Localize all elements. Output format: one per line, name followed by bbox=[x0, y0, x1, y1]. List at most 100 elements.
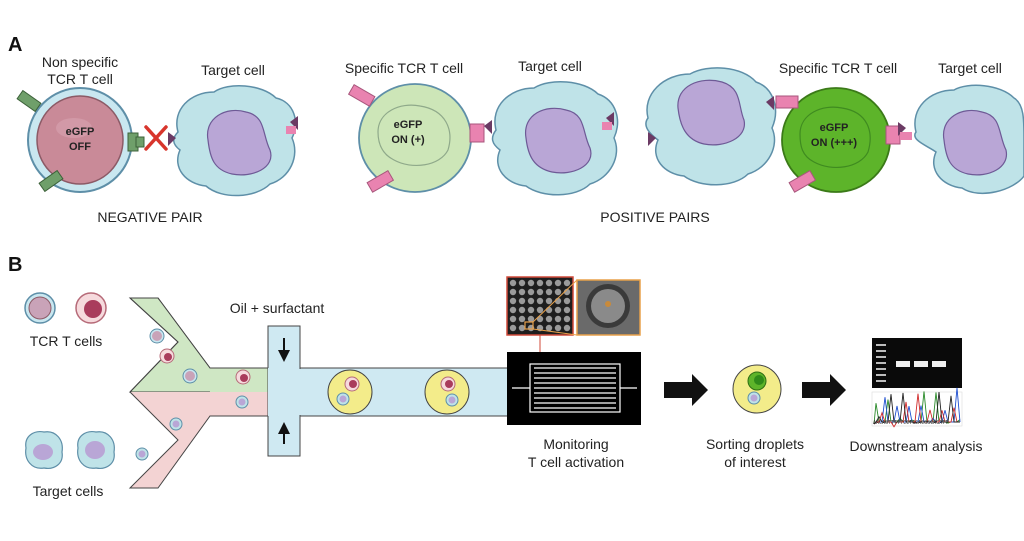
array-droplet bbox=[545, 279, 553, 287]
array-droplet bbox=[545, 297, 553, 305]
array-droplet bbox=[545, 288, 553, 296]
array-droplet bbox=[527, 288, 535, 296]
array-droplet bbox=[509, 306, 517, 314]
droplet-array-inset bbox=[506, 276, 574, 336]
array-droplet bbox=[545, 324, 553, 332]
array-droplet bbox=[518, 324, 526, 332]
tcr-tcells-label: TCR T cells bbox=[29, 333, 103, 349]
sorting-label-line1: Sorting droplets bbox=[705, 436, 805, 452]
process-arrow-2 bbox=[802, 374, 846, 406]
positive-pairs-label: POSITIVE PAIRS bbox=[600, 209, 710, 225]
array-droplet bbox=[509, 288, 517, 296]
array-droplet bbox=[554, 324, 562, 332]
array-droplet bbox=[518, 288, 526, 296]
gel-ladder-band bbox=[876, 368, 886, 370]
array-droplet bbox=[509, 324, 517, 332]
egfp-on-low-line1: eGFP bbox=[393, 119, 423, 131]
specific-tcell-label-1: Specific TCR T cell bbox=[344, 60, 464, 76]
array-droplet bbox=[563, 315, 571, 323]
gel-ladder-band bbox=[876, 380, 886, 382]
array-droplet bbox=[554, 315, 562, 323]
target-cell-positive-2-right bbox=[898, 84, 1024, 195]
downstream-analysis-label: Downstream analysis bbox=[849, 438, 983, 454]
no-binding-x-icon bbox=[144, 125, 168, 151]
target-cell-label-positive-1: Target cell bbox=[518, 58, 582, 74]
gel-image bbox=[872, 338, 962, 388]
array-droplet bbox=[509, 279, 517, 287]
sorting-label-line2: of interest bbox=[724, 454, 786, 470]
monitoring-chip bbox=[507, 352, 641, 425]
flowing-cells bbox=[135, 328, 251, 461]
target-cell-positive-2-left bbox=[645, 67, 777, 186]
array-droplet bbox=[518, 315, 526, 323]
egfp-off-line1: eGFP bbox=[65, 126, 95, 138]
array-droplet bbox=[563, 279, 571, 287]
sorted-droplet bbox=[732, 364, 782, 414]
egfp-off-label: eGFP OFF bbox=[66, 125, 95, 155]
gel-ladder-band bbox=[876, 356, 886, 358]
array-droplet bbox=[518, 279, 526, 287]
egfp-on-high-label: eGFP ON (+++) bbox=[811, 121, 857, 151]
gel-ladder-band bbox=[876, 362, 886, 364]
egfp-on-low-label: eGFP ON (+) bbox=[391, 118, 424, 148]
array-droplet bbox=[518, 297, 526, 305]
channel-target-inlet bbox=[128, 297, 268, 489]
nonspecific-tcell-label-line1: Non specific bbox=[41, 54, 119, 70]
sequencing-chromatogram bbox=[871, 387, 963, 428]
target-cells-label: Target cells bbox=[32, 483, 104, 499]
array-droplet bbox=[527, 315, 535, 323]
droplet-2 bbox=[424, 369, 470, 415]
array-droplet bbox=[545, 315, 553, 323]
tcr-receptor-icon bbox=[16, 89, 145, 193]
specific-tcell-label-2: Specific TCR T cell bbox=[778, 60, 898, 76]
target-cell-label-negative: Target cell bbox=[201, 62, 265, 78]
nonspecific-tcell bbox=[27, 87, 133, 193]
array-droplet bbox=[554, 279, 562, 287]
panel-label-a: A bbox=[8, 34, 23, 56]
array-droplet bbox=[536, 288, 544, 296]
monitoring-label-line2: T cell activation bbox=[527, 454, 625, 470]
sequence-text: AACAGTTTTTCCTCCACGGCAGATT bbox=[873, 420, 949, 426]
array-droplet bbox=[554, 306, 562, 314]
tcr-tcell-inlet-icons bbox=[24, 292, 107, 324]
array-droplet bbox=[536, 279, 544, 287]
array-droplet bbox=[536, 297, 544, 305]
target-cell-inlet-icons bbox=[25, 431, 115, 469]
gel-ladder-band bbox=[876, 350, 886, 352]
target-cell-positive-1 bbox=[491, 81, 619, 196]
array-droplet bbox=[527, 306, 535, 314]
target-cell-label-positive-2: Target cell bbox=[938, 60, 1002, 76]
array-droplet bbox=[536, 306, 544, 314]
process-arrow-1 bbox=[664, 374, 708, 406]
egfp-on-high-line1: eGFP bbox=[819, 122, 849, 134]
array-droplet bbox=[527, 297, 535, 305]
gel-ladder-band bbox=[876, 374, 886, 376]
negative-pair-label: NEGATIVE PAIR bbox=[97, 209, 203, 225]
oil-surfactant-label: Oil + surfactant bbox=[229, 300, 325, 316]
array-droplet bbox=[563, 324, 571, 332]
nonspecific-tcell-label-line2: TCR T cell bbox=[47, 71, 113, 87]
droplet-1 bbox=[327, 369, 373, 415]
array-droplet bbox=[554, 288, 562, 296]
tcr-mhc-complex-icon bbox=[347, 83, 492, 193]
array-droplet bbox=[536, 315, 544, 323]
gel-ladder-band bbox=[876, 344, 886, 346]
array-droplet bbox=[545, 306, 553, 314]
target-cell-negative bbox=[168, 85, 298, 197]
array-droplet bbox=[518, 306, 526, 314]
array-droplet bbox=[509, 315, 517, 323]
chromatogram-trace bbox=[873, 391, 960, 425]
chromatogram-trace bbox=[873, 387, 961, 425]
egfp-on-high-line2: ON (+++) bbox=[810, 137, 858, 149]
array-droplet bbox=[563, 297, 571, 305]
array-droplet bbox=[509, 297, 517, 305]
egfp-on-low-line2: ON (+) bbox=[391, 134, 425, 146]
panel-label-b: B bbox=[8, 254, 23, 276]
monitoring-label-line1: Monitoring bbox=[543, 436, 609, 452]
single-droplet-inset bbox=[532, 279, 641, 385]
array-droplet bbox=[563, 306, 571, 314]
egfp-off-line2: OFF bbox=[68, 141, 91, 153]
array-droplet bbox=[527, 279, 535, 287]
